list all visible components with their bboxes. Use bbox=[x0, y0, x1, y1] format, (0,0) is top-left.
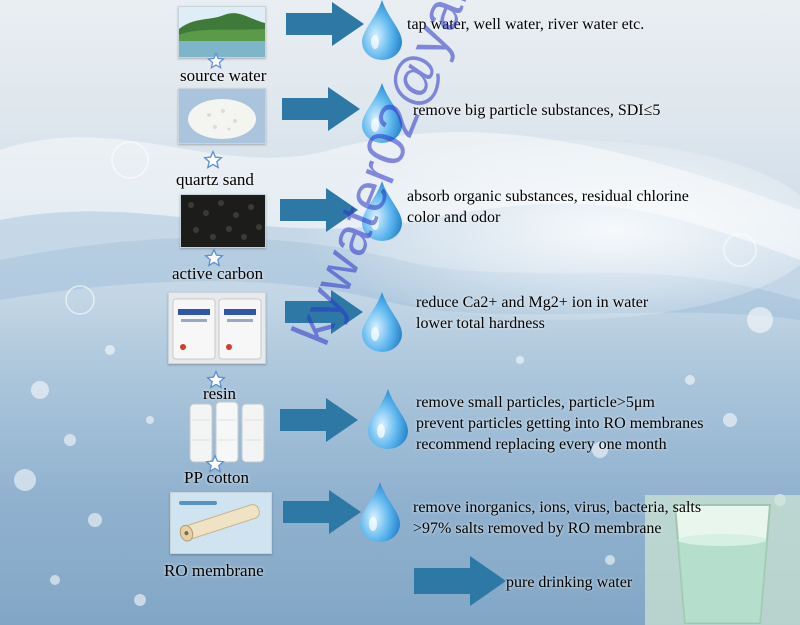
water-drop-icon bbox=[362, 180, 402, 242]
active-carbon-photo-icon bbox=[181, 195, 265, 247]
stage-description: absorb organic substances, residual chlo… bbox=[407, 186, 689, 228]
stage-label: RO membrane bbox=[164, 561, 264, 580]
star-icon bbox=[203, 150, 223, 170]
description-line: reduce Ca2+ and Mg2+ ion in water bbox=[416, 294, 649, 311]
stage-label: resin bbox=[203, 384, 237, 403]
stage-label: active carbon bbox=[172, 264, 264, 283]
stage-label: source water bbox=[180, 66, 267, 85]
description-line: >97% salts removed by RO membrane bbox=[413, 520, 662, 537]
stage-label: PP cotton bbox=[184, 468, 250, 487]
star-icon bbox=[206, 370, 226, 390]
flow-arrow-icon bbox=[286, 2, 364, 46]
description-line: prevent particles getting into RO membra… bbox=[416, 415, 704, 432]
quartz-sand-photo bbox=[178, 88, 266, 144]
ro-membrane-photo bbox=[170, 492, 272, 554]
water-drop-icon bbox=[362, 292, 402, 352]
pp-cotton-photo bbox=[188, 400, 268, 466]
star-icon bbox=[204, 248, 224, 268]
quartz-sand-photo-icon bbox=[179, 89, 265, 143]
ro-membrane-photo-icon bbox=[171, 493, 271, 553]
stage-description: remove inorganics, ions, virus, bacteria… bbox=[413, 497, 701, 539]
final-flow-arrow-icon bbox=[414, 556, 506, 606]
description-line: tap water, well water, river water etc. bbox=[407, 16, 645, 33]
water-drop-icon bbox=[360, 482, 400, 542]
stage-description: remove big particle substances, SDI≤5 bbox=[413, 100, 660, 121]
pp-cotton-filter-photo-icon bbox=[189, 401, 265, 463]
description-line: recommend replacing every one month bbox=[416, 436, 667, 453]
description-line: remove big particle substances, SDI≤5 bbox=[413, 102, 661, 119]
water-drop-icon bbox=[362, 82, 402, 144]
flow-arrow-icon bbox=[280, 398, 358, 442]
flow-arrow-icon bbox=[283, 490, 361, 534]
description-line: remove small particles, particle>5μm bbox=[416, 394, 655, 411]
active-carbon-photo bbox=[180, 194, 266, 248]
stage-description: tap water, well water, river water etc. bbox=[407, 14, 644, 35]
description-line: remove inorganics, ions, virus, bacteria… bbox=[413, 499, 702, 516]
flow-arrow-icon bbox=[285, 290, 363, 334]
star-icon bbox=[205, 454, 225, 474]
source-water-photo bbox=[178, 6, 266, 58]
water-drop-icon bbox=[362, 0, 402, 60]
description-line: color and odor bbox=[407, 209, 501, 226]
star-icon bbox=[207, 52, 225, 70]
water-drop-icon bbox=[368, 388, 408, 450]
description-line: absorb organic substances, residual chlo… bbox=[407, 188, 689, 205]
resin-bags-photo-icon bbox=[169, 293, 265, 363]
flow-arrow-icon bbox=[282, 87, 360, 131]
flow-arrow-icon bbox=[280, 188, 358, 232]
landscape-photo-icon bbox=[179, 7, 265, 57]
stage-description: remove small particles, particle>5μm pre… bbox=[416, 392, 703, 455]
glass-of-water-image bbox=[645, 495, 800, 625]
resin-photo bbox=[168, 292, 266, 364]
description-line: lower total hardness bbox=[416, 315, 545, 332]
stage-label: quartz sand bbox=[176, 170, 254, 189]
final-result-text: pure drinking water bbox=[506, 574, 633, 591]
stage-description: reduce Ca2+ and Mg2+ ion in water lower … bbox=[416, 292, 648, 334]
